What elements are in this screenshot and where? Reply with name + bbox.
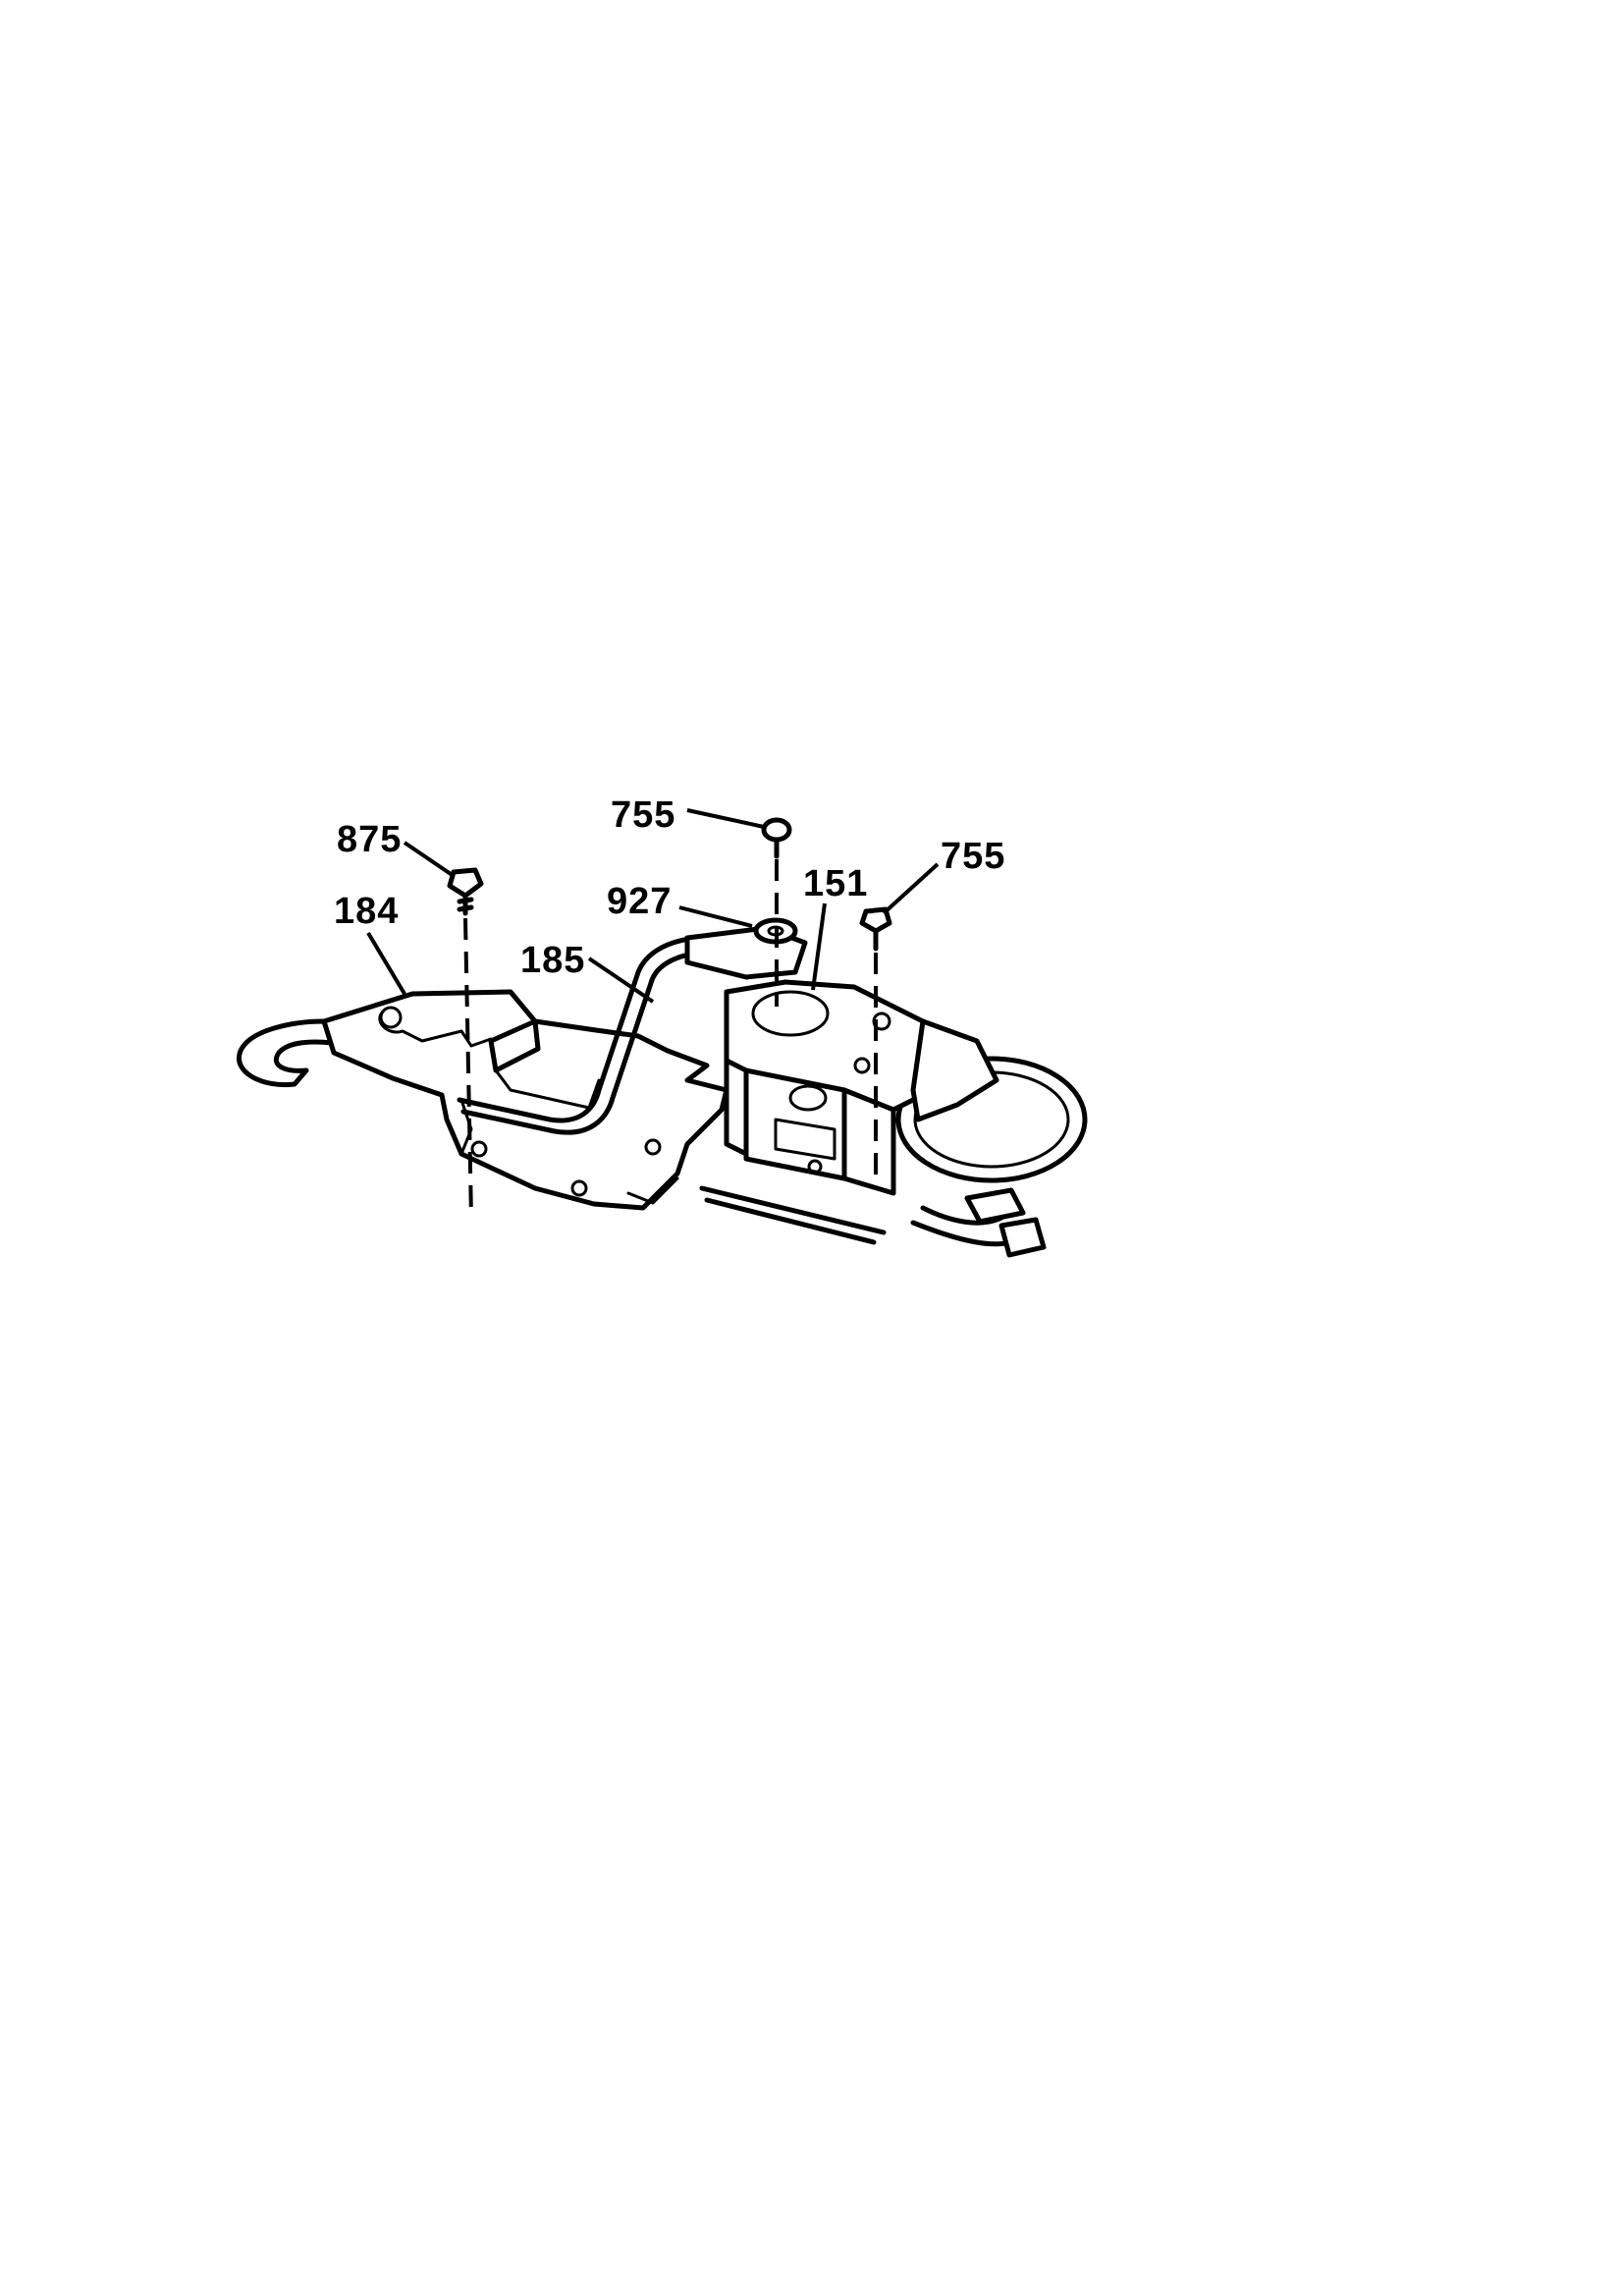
leader-lines — [366, 808, 940, 1004]
label-875: 875 — [337, 819, 402, 860]
label-927: 927 — [607, 881, 672, 922]
label-185: 185 — [520, 940, 585, 981]
label-755-right: 755 — [941, 836, 1005, 877]
label-151: 151 — [803, 863, 868, 904]
label-184: 184 — [334, 891, 399, 932]
assembly-centerlines — [463, 859, 878, 1219]
part-labels: 875 184 185 755 927 151 755 — [334, 794, 1005, 981]
label-755-top: 755 — [611, 794, 675, 836]
fastener-875-screw — [447, 867, 484, 916]
part-151-motor-assembly — [699, 979, 1088, 1258]
fastener-755-screw-right — [859, 906, 892, 952]
part-184-base-plate — [237, 989, 729, 1211]
fastener-755-screw-top — [761, 817, 792, 859]
